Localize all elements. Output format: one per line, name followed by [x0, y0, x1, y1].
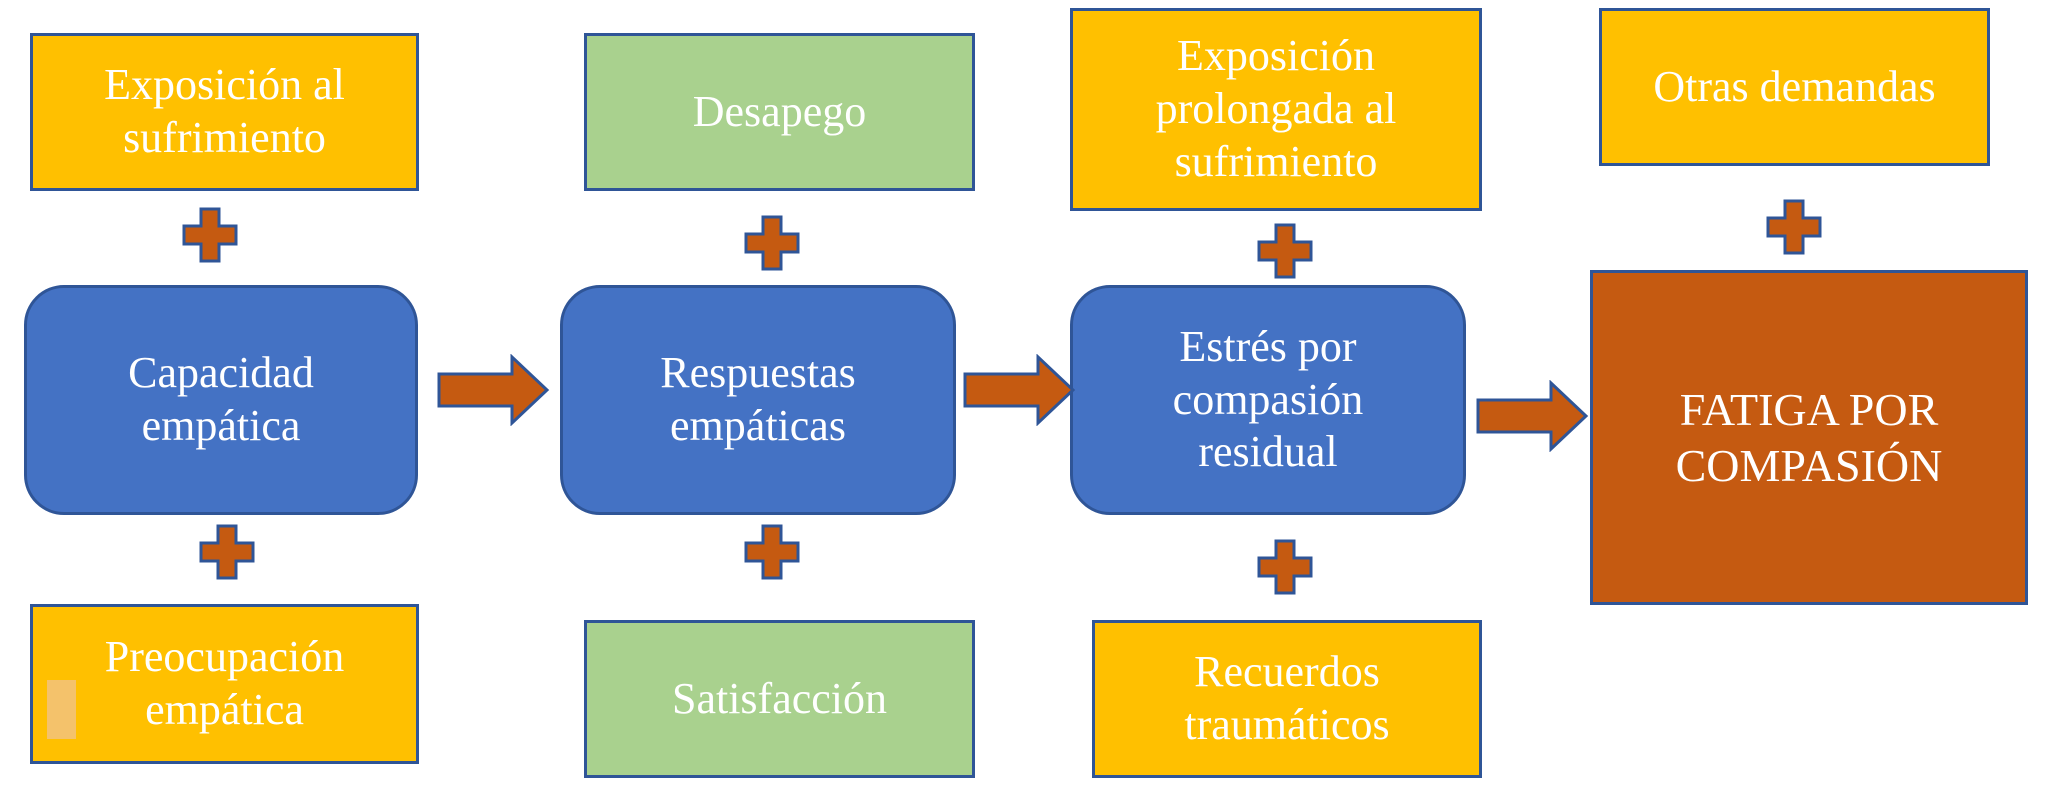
plus-icon [1766, 199, 1822, 255]
box-text-line: Recuerdos [1194, 647, 1380, 697]
box-text-line: Exposición al [104, 60, 345, 110]
decorative-mark [47, 680, 76, 739]
box-text-line: sufrimiento [123, 113, 326, 162]
stage-box-capacidad-empatica: Capacidad empática [24, 285, 418, 515]
box-text-line: empáticas [670, 401, 846, 450]
box-text-line: prolongada al [1155, 84, 1397, 134]
factor-box-otras-demandas: Otras demandas [1599, 8, 1990, 166]
plus-icon [744, 524, 800, 580]
stage-box-respuestas-empaticas: Respuestas empáticas [560, 285, 956, 515]
box-text-line: Respuestas [660, 348, 856, 398]
box-text-line: Estrés por [1179, 321, 1357, 371]
box-text-line: Exposición [1177, 31, 1375, 81]
plus-icon [199, 524, 255, 580]
factor-box-recuerdos-traumaticos: Recuerdos traumáticos [1092, 620, 1482, 778]
plus-icon [1257, 539, 1313, 595]
box-text-line: traumáticos [1184, 700, 1390, 749]
plus-icon [182, 207, 238, 263]
factor-box-exposicion-sufrimiento: Exposición al sufrimiento [30, 33, 419, 191]
box-text-line: residual [1198, 427, 1338, 477]
box-text-line: empática [145, 685, 304, 734]
result-box-fatiga-por-compasion: FATIGA POR COMPASIÓN [1590, 270, 2028, 605]
box-text-line: Otras demandas [1653, 61, 1936, 111]
factor-box-satisfaccion: Satisfacción [584, 620, 975, 778]
stage-box-estres-compasion-residual: Estrés por compasión residual [1070, 285, 1466, 515]
box-text-line: Satisfacción [671, 673, 888, 723]
box-text-line: Capacidad [128, 348, 314, 398]
box-text-line: COMPASIÓN [1675, 439, 1943, 491]
box-text-line: compasión [1172, 374, 1364, 424]
right-arrow-icon [437, 354, 550, 426]
factor-box-desapego: Desapego [584, 33, 975, 191]
box-text-line: empática [141, 401, 301, 450]
right-arrow-icon [1476, 380, 1589, 452]
box-text-line: sufrimiento [1174, 136, 1378, 186]
right-arrow-icon [963, 354, 1076, 426]
box-text-line: FATIGA POR [1679, 384, 1939, 436]
box-text-line: Desapego [692, 86, 867, 136]
plus-icon [1257, 223, 1313, 279]
plus-icon [744, 215, 800, 271]
factor-box-exposicion-prolongada: Exposición prolongada al sufrimiento [1070, 8, 1482, 211]
box-text-line: Preocupación [104, 632, 345, 682]
factor-box-preocupacion-empatica: Preocupación empática [30, 604, 419, 764]
